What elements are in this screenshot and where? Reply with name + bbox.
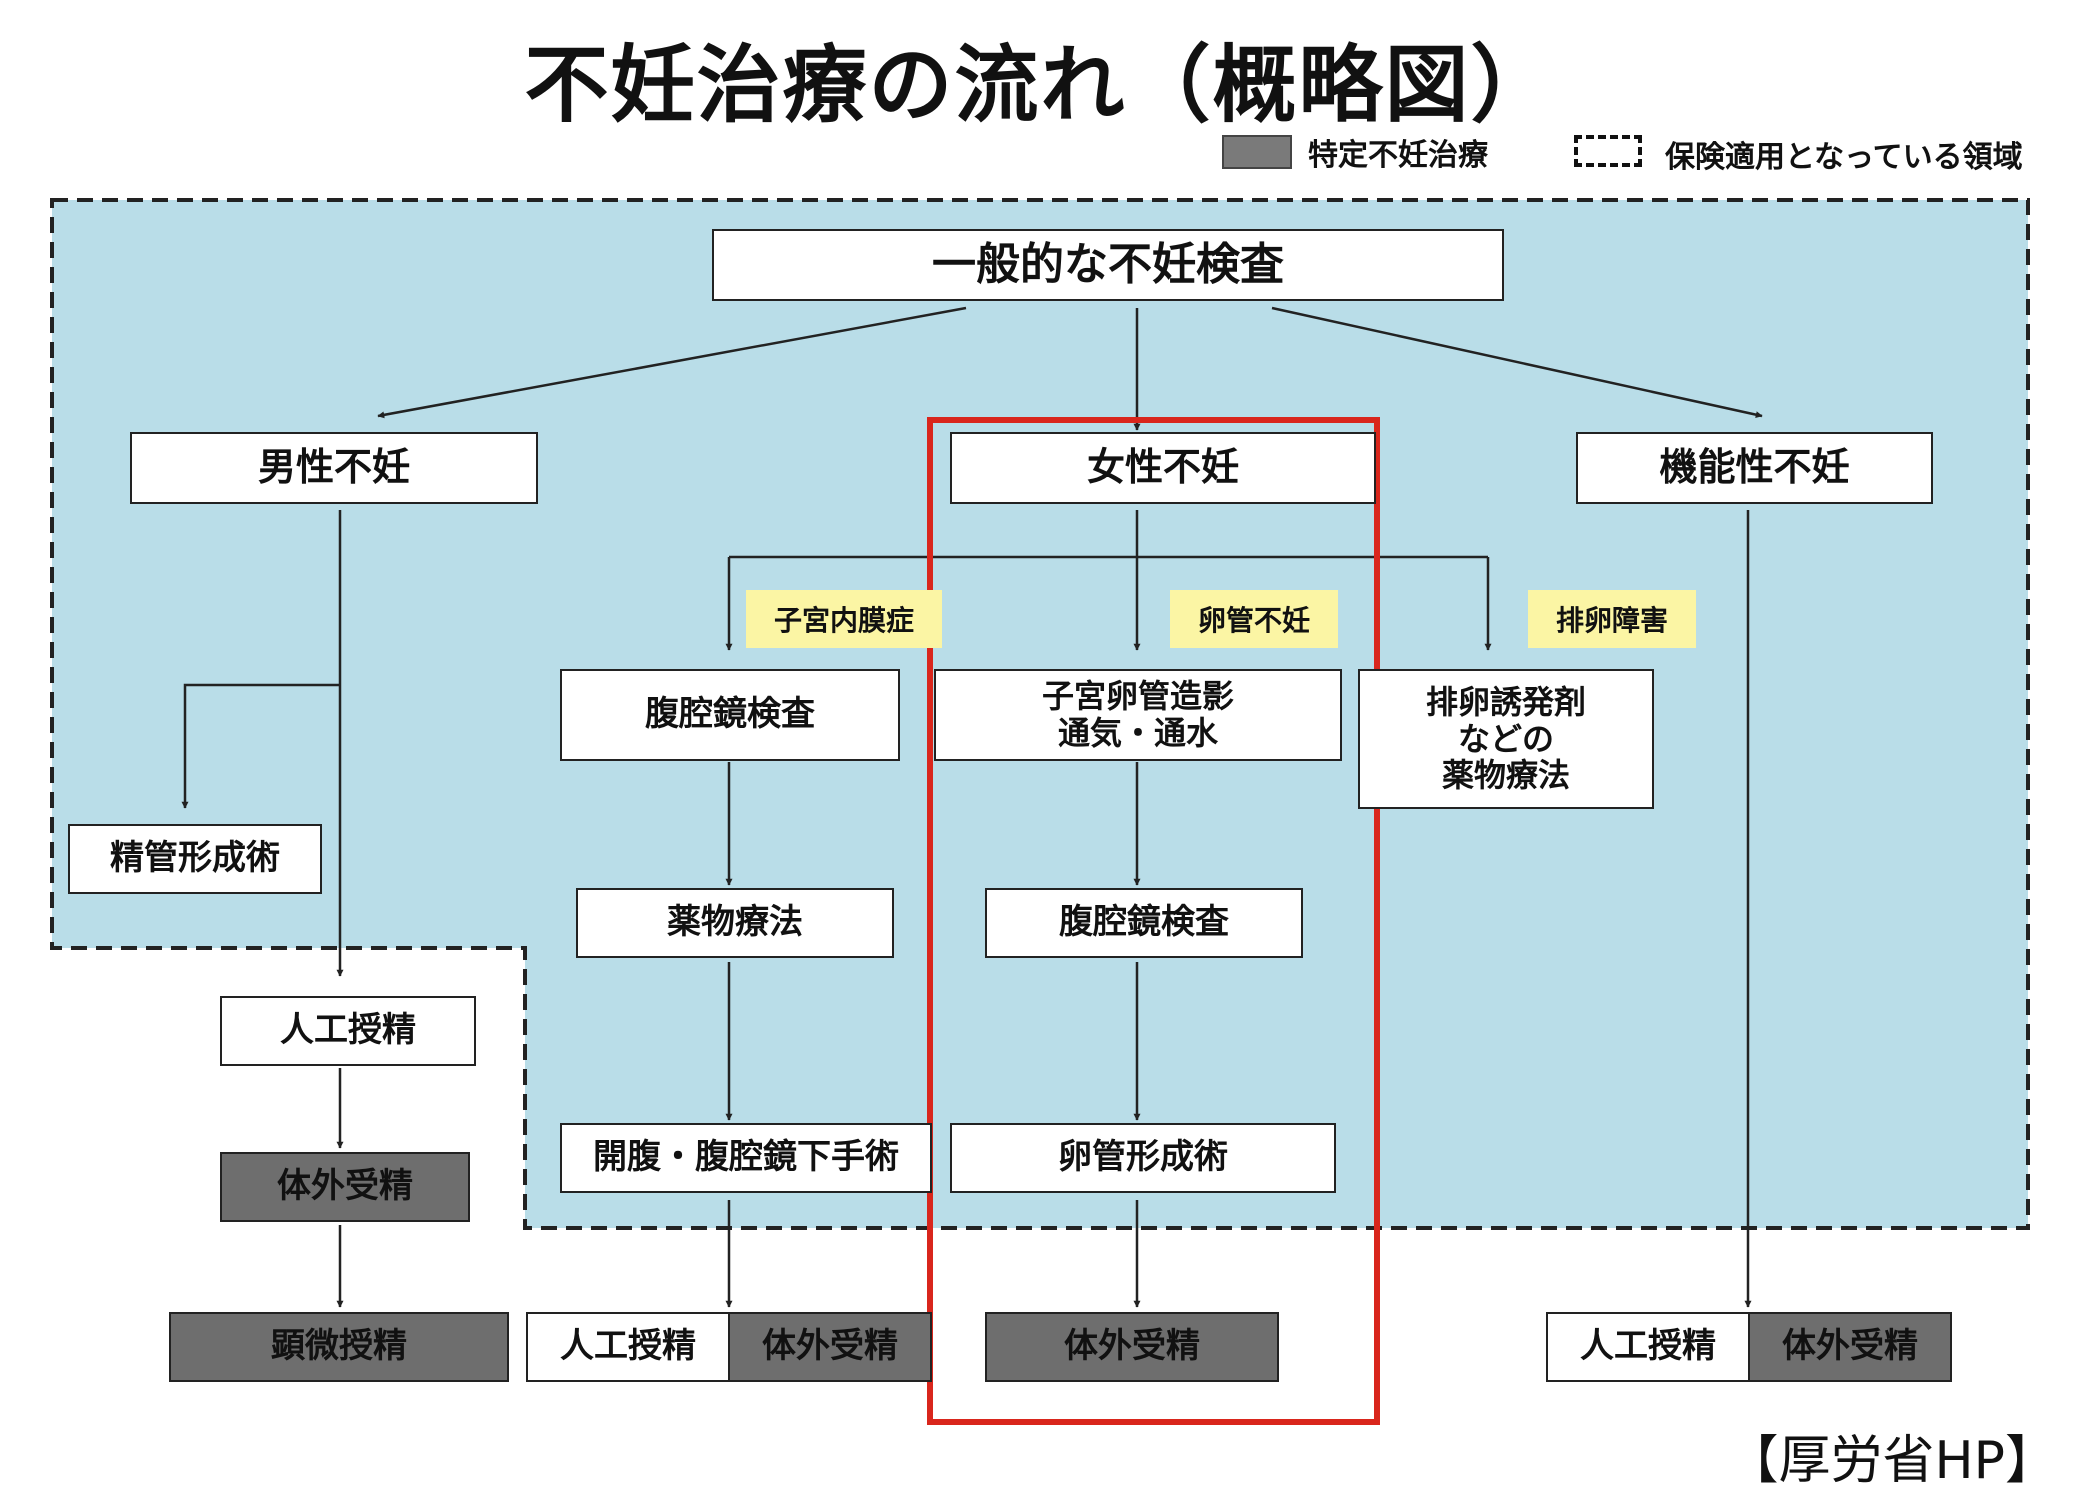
node-tubal-surgery: 卵管形成術 (950, 1123, 1336, 1193)
node-general-exam: 一般的な不妊検査 (712, 229, 1504, 301)
legend-specific-label: 特定不妊治療 (1308, 138, 1488, 173)
node-vas-surgery: 精管形成術 (68, 824, 322, 894)
node-male-artificial-insemination: 人工授精 (220, 996, 476, 1066)
source-credit: 【厚労省HP】 (1726, 1431, 2057, 1491)
node-icsi: 顕微授精 (169, 1312, 509, 1382)
page-title: 不妊治療の流れ（概略図） (524, 36, 1557, 134)
node-ovulation-induction: 排卵誘発剤 などの 薬物療法 (1358, 669, 1654, 809)
tag-tubal-infertility: 卵管不妊 (1170, 590, 1338, 648)
hsg-line-2: 通気・通水 (1057, 714, 1218, 752)
node-drug-therapy: 薬物療法 (576, 888, 894, 958)
node-func-ivf: 体外受精 (1748, 1312, 1952, 1382)
node-hsg: 子宮卵管造影 通気・通水 (934, 669, 1342, 761)
node-laparoscopy-exam-2: 腹腔鏡検査 (985, 888, 1303, 958)
node-func-artificial-insemination: 人工授精 (1546, 1312, 1750, 1382)
hsg-line-1: 子宮卵管造影 (1041, 677, 1234, 716)
highlight-frame (927, 417, 1380, 1425)
node-open-laparoscopic-surgery: 開腹・腹腔鏡下手術 (560, 1123, 932, 1193)
arrow-male-to-vas-surgery (181, 683, 340, 809)
tag-ovulation-disorder: 排卵障害 (1528, 590, 1696, 648)
ovulation-line-2: などの (1457, 719, 1554, 758)
node-endo-ivf: 体外受精 (728, 1312, 932, 1382)
ovulation-line-3: 薬物療法 (1441, 756, 1570, 795)
node-male-infertility: 男性不妊 (130, 432, 538, 504)
tag-endometriosis: 子宮内膜症 (746, 590, 942, 648)
ovulation-line-1: 排卵誘発剤 (1425, 682, 1586, 721)
arrow-general-to-functional (1271, 306, 1763, 419)
legend-specific-swatch (1222, 135, 1292, 169)
legend-insured-swatch (1574, 135, 1642, 167)
node-tubal-ivf: 体外受精 (985, 1312, 1279, 1382)
legend-insured-label: 保険適用となっている領域 (1665, 140, 2023, 175)
node-female-infertility: 女性不妊 (950, 432, 1376, 504)
node-endo-artificial-insemination: 人工授精 (526, 1312, 730, 1382)
node-laparoscopy-exam-1: 腹腔鏡検査 (560, 669, 900, 761)
node-male-ivf: 体外受精 (220, 1152, 470, 1222)
node-functional-infertility: 機能性不妊 (1576, 432, 1933, 504)
arrow-general-to-male (377, 306, 967, 419)
